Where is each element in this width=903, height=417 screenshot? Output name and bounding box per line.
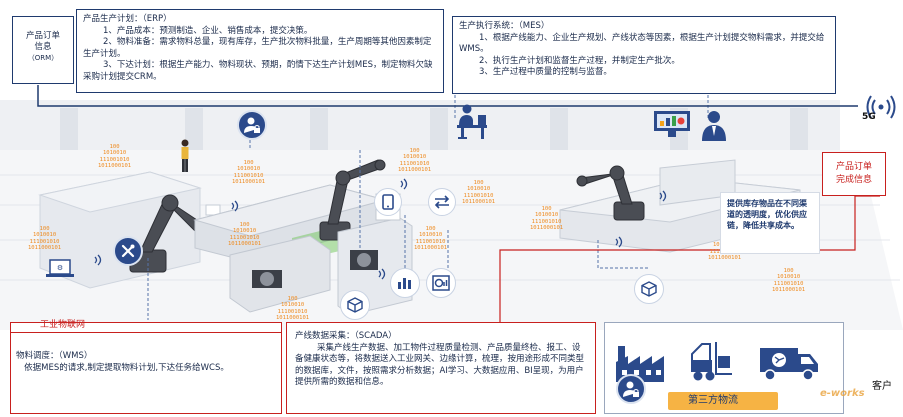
box-cube-icon xyxy=(634,274,664,304)
binary-code: 100 1010010 111001010 1011000101 xyxy=(414,226,448,252)
order-info-line3: （ORM） xyxy=(27,54,59,62)
dashboard-icon xyxy=(426,268,456,298)
5g-signal-icon xyxy=(866,95,896,119)
binary-code: 100 1010010 111001010 1011000101 xyxy=(530,206,564,232)
order-info-line2: 信息 xyxy=(34,42,52,52)
chart-bars-icon xyxy=(390,268,420,298)
erp-item3: 3、下达计划：根据生产能力、物料现状、预期，酌情下达生产计划MES，制定物料欠缺… xyxy=(83,60,433,82)
tools-icon xyxy=(113,236,143,266)
scada-box: 产线数据采集：（SCADA） 采集产线生产数据、加工物件过程质量检测、产品质量终… xyxy=(286,322,596,414)
user-lock-icon xyxy=(616,374,646,404)
monitoring-station-icon xyxy=(652,108,730,142)
watermark-text: e-works xyxy=(820,388,865,399)
iot-wms-box xyxy=(10,322,282,414)
tablet-icon xyxy=(374,188,402,216)
operator-desk-icon xyxy=(457,104,487,139)
erp-item2: 2、物料准备：需求物料总量，现有库存，生产批次物料批量，生产周期等其他因素制定生… xyxy=(83,37,432,59)
scada-body: 采集产线生产数据、加工物件过程质量检测、产品质量终检、报工、设备健康状态等，将数… xyxy=(295,342,585,388)
binary-code: 100 1010010 111001010 1011000101 xyxy=(232,160,266,186)
binary-code: 100 1010010 111001010 1011000101 xyxy=(276,296,310,322)
binary-code: 100 1010010 111001010 1011000101 xyxy=(462,180,496,206)
erp-box: 产品生产计划：（ERP） 1、产品成本：预测制造、企业、销售成本，提交决策。 2… xyxy=(76,9,444,93)
mes-item2: 2、执行生产计划和监督生产过程，并制定生产批次。 xyxy=(479,55,680,66)
scada-title: 产线数据采集：（SCADA） xyxy=(295,331,397,341)
mes-title: 生产执行系统：（MES） xyxy=(459,21,550,31)
wms-text: 物料调度：（WMS） 依据MES的请求,制定提取物料计划,下达任务给WCS。 xyxy=(16,351,229,373)
forklift-icon xyxy=(691,342,732,381)
binary-code: 100 1010010 111001010 1011000101 xyxy=(28,226,62,252)
binary-code: 100 1010010 111001010 1011000101 xyxy=(772,268,806,294)
wifi-icon xyxy=(659,190,667,202)
binary-code: 100 1010010 111001010 1011000101 xyxy=(98,144,132,170)
box-cube-icon xyxy=(340,290,370,320)
mes-item1: 1、根据产线能力、企业生产规划、产线状态等因素，根据生产计划提交物料需求，并提交… xyxy=(459,32,825,55)
wifi-icon xyxy=(378,268,386,280)
logistics-label: 第三方物流 xyxy=(688,395,738,406)
exchange-arrows-icon xyxy=(428,188,456,216)
inventory-text: 提供库存物品在不同渠道的透明度，优化供应链，降低共享成本。 xyxy=(727,199,807,230)
binary-code: 100 1010010 111001010 1011000101 xyxy=(228,222,262,248)
erp-item1: 1、产品成本：预测制造、企业、销售成本，提交决策。 xyxy=(103,25,313,36)
erp-title: 产品生产计划：（ERP） xyxy=(83,14,172,24)
inventory-box: 提供库存物品在不同渠道的透明度，优化供应链，降低共享成本。 xyxy=(720,192,820,254)
wifi-icon xyxy=(94,254,102,266)
binary-code: 100 1010010 111001010 1011000101 xyxy=(398,148,432,174)
iot-label: 工业物联网 xyxy=(40,320,86,330)
mes-item3: 3、生产过程中质量的控制与监督。 xyxy=(479,67,612,77)
customer-label: 客户 xyxy=(872,381,892,392)
order-info-line1: 产品订单 xyxy=(25,31,60,41)
5g-label: 5G xyxy=(862,112,876,122)
order-info-box: 产品订单 信息 （ORM） xyxy=(12,16,74,84)
user-lock-icon xyxy=(237,110,267,140)
order-complete-box: 产品订单 完成信息 xyxy=(822,152,886,196)
wifi-icon xyxy=(615,236,623,248)
order-complete-line2: 完成信息 xyxy=(835,175,872,185)
wifi-icon xyxy=(231,200,239,212)
order-complete-line1: 产品订单 xyxy=(835,162,872,172)
iot-divider xyxy=(10,332,282,333)
delivery-truck-icon xyxy=(760,348,818,381)
wifi-icon xyxy=(400,178,408,190)
mes-box: 生产执行系统：（MES） 1、根据产线能力、企业生产规划、产线状态等因素，根据生… xyxy=(452,16,836,94)
logistics-label-bar xyxy=(668,392,778,410)
svg-text:⚙: ⚙ xyxy=(57,264,63,272)
